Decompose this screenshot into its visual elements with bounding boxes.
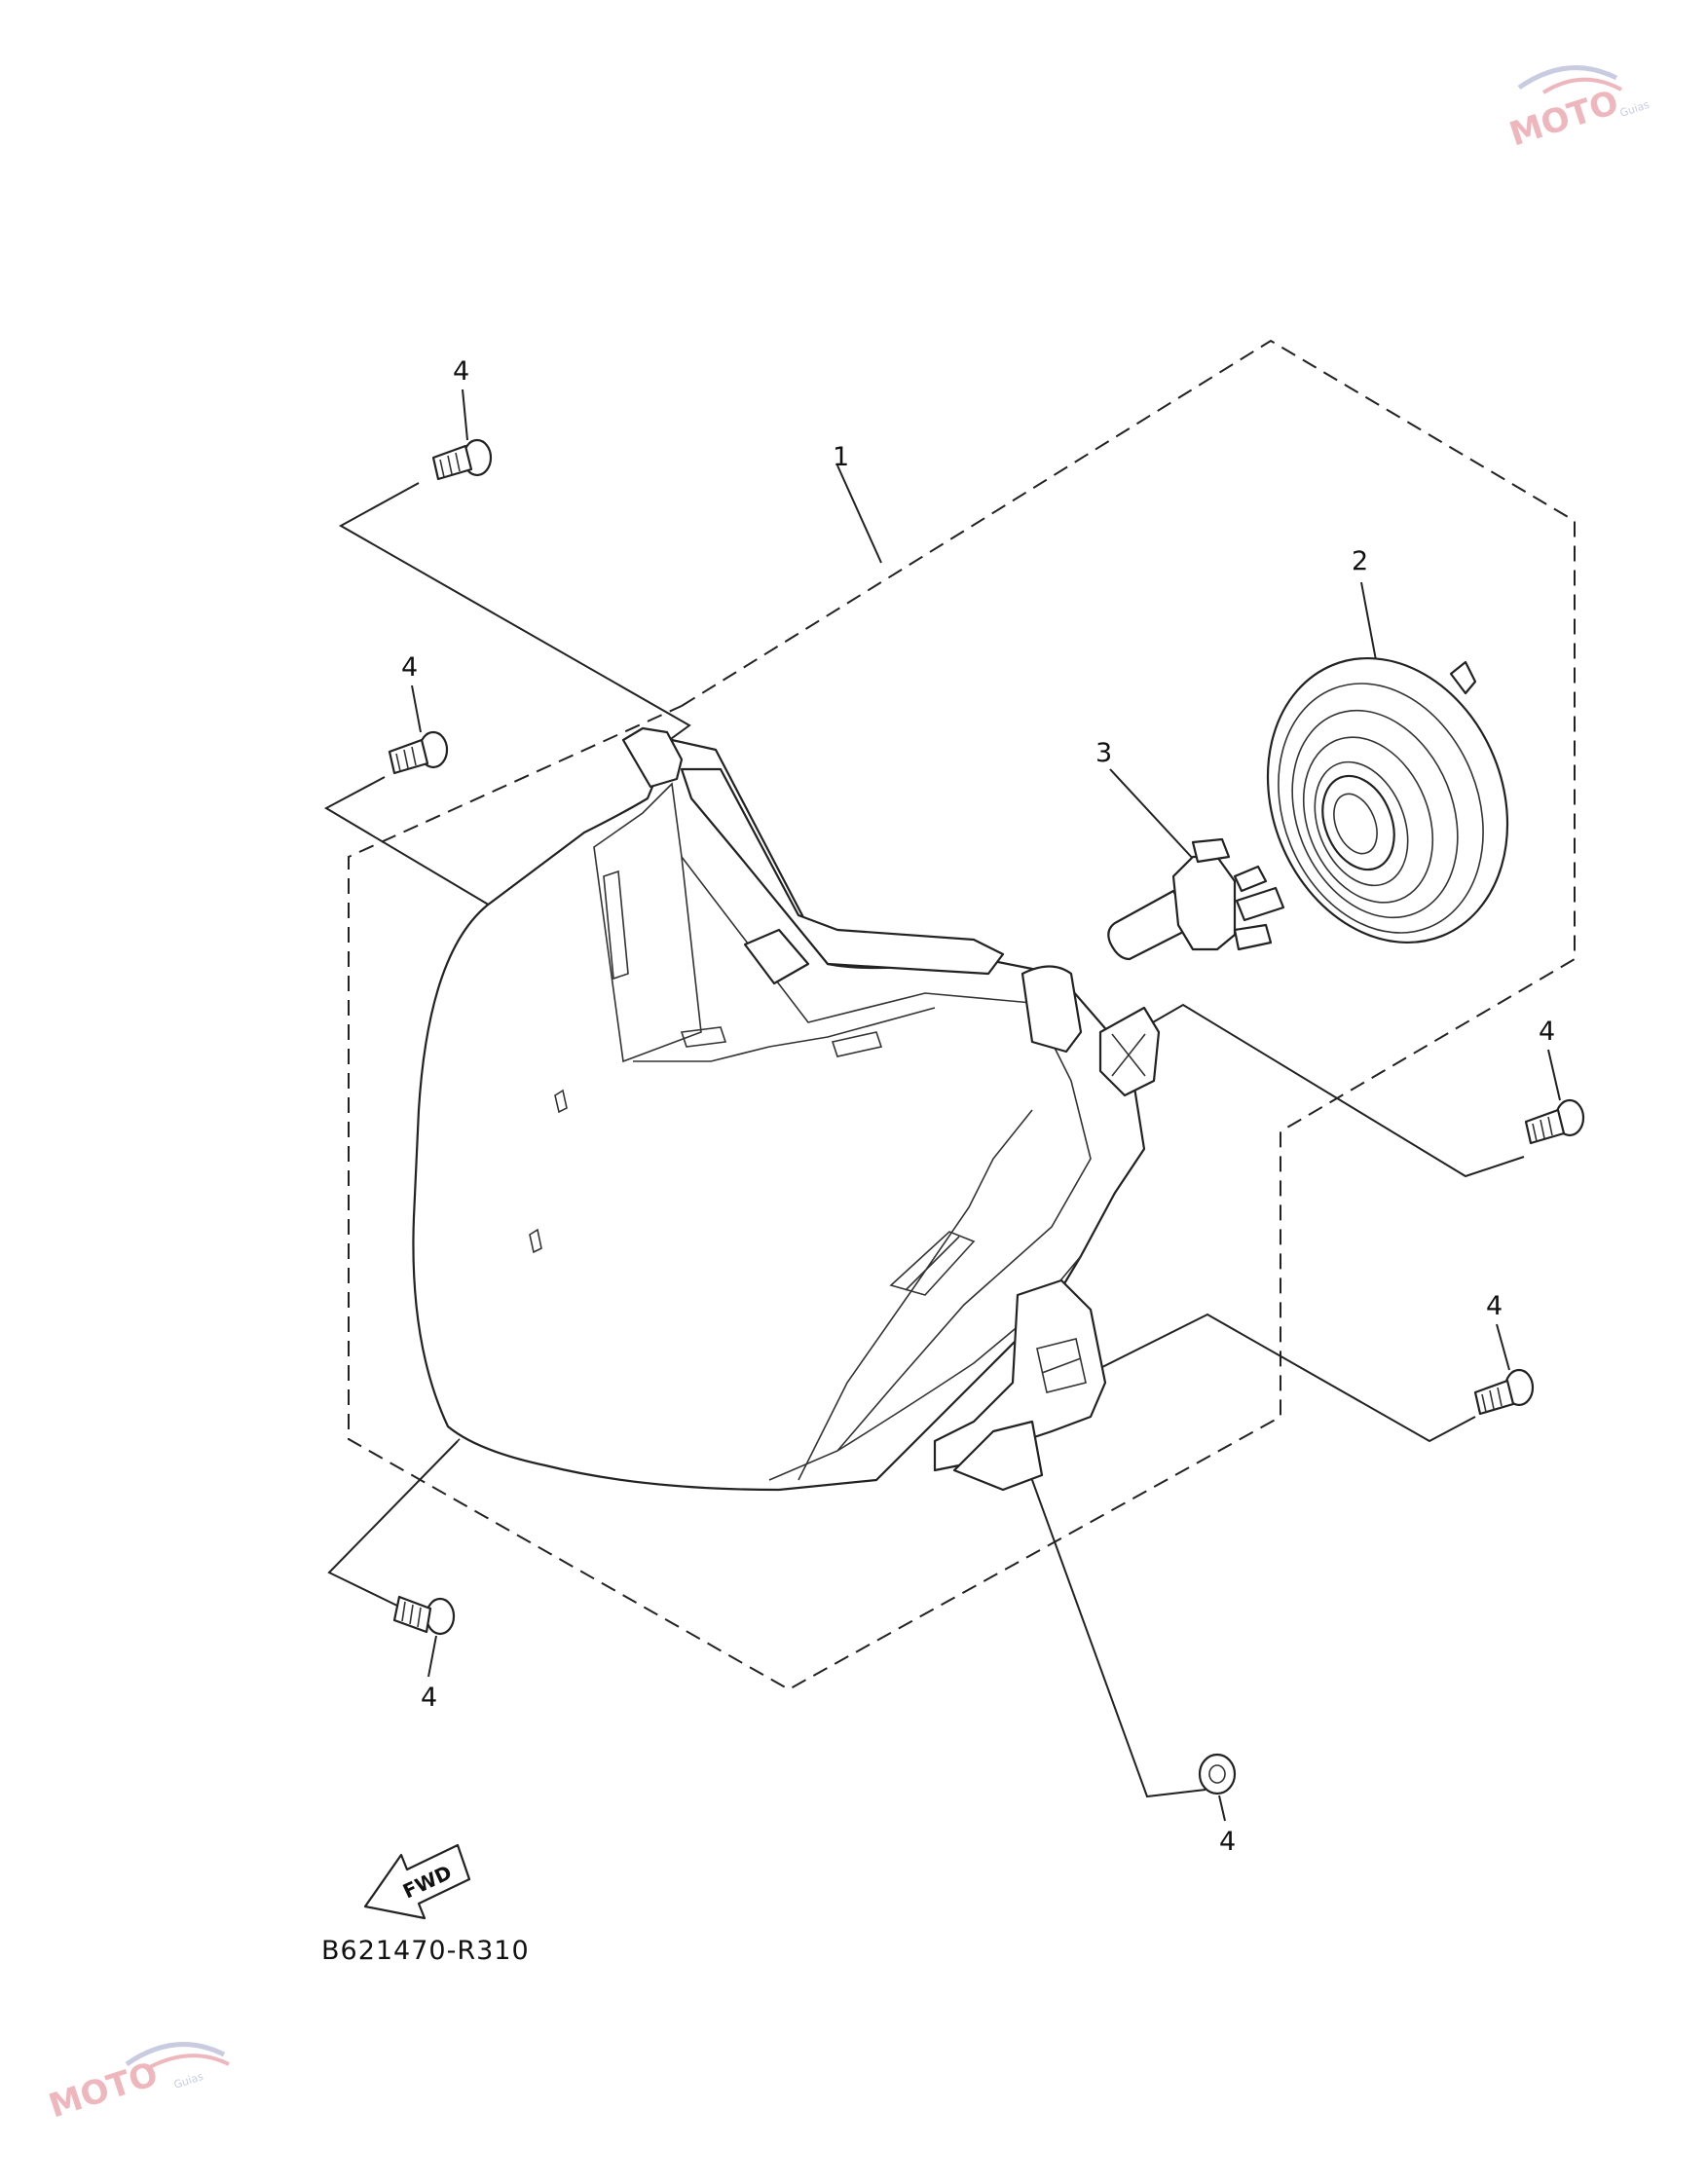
callout-4-mid-left: 4 <box>401 652 418 683</box>
leader-callout-mid-left <box>411 685 422 733</box>
callout-3: 3 <box>1095 738 1112 768</box>
callout-4-bottom-center: 4 <box>1219 1827 1236 1857</box>
watermark-tagline: Guias <box>172 2070 205 2091</box>
screw-right-upper <box>1524 1098 1585 1145</box>
leader-screw-right-lower <box>1090 1313 1476 1443</box>
leader-callout-right-upper <box>1547 1049 1561 1101</box>
screw-right-lower <box>1473 1368 1535 1416</box>
screw-bottom-left <box>392 1595 456 1636</box>
leader-callout-bottom-center <box>1218 1795 1226 1822</box>
callout-4-top-left: 4 <box>453 356 469 387</box>
callout-4-bottom-left: 4 <box>421 1683 437 1713</box>
headlight-housing <box>412 726 1161 1492</box>
leader-screw-top-left <box>338 482 691 760</box>
watermark-logo-text: MOTO <box>44 2054 163 2127</box>
leader-screw-bottom-left <box>327 1440 459 1608</box>
watermark-tagline: Guias <box>1618 98 1651 120</box>
bulb-cover <box>1266 656 1509 944</box>
assembly-boundary <box>348 339 1576 1691</box>
leader-2 <box>1360 581 1377 661</box>
leader-3 <box>1109 768 1197 863</box>
fwd-arrow-icon: FWD <box>363 1843 471 1920</box>
callout-2: 2 <box>1352 546 1368 576</box>
watermark-logo-text: MOTO <box>1504 83 1623 155</box>
leader-1 <box>836 464 882 564</box>
callout-4-right-lower: 4 <box>1486 1291 1503 1321</box>
screw-top-left <box>431 438 493 481</box>
leader-screw-mid-left <box>323 776 507 916</box>
callout-1: 1 <box>833 442 849 472</box>
diagram-reference-code: B621470-R310 <box>321 1936 530 1966</box>
callout-4-right-upper: 4 <box>1539 1017 1555 1047</box>
leader-callout-top-left <box>462 389 468 441</box>
headlight-bulb <box>1107 837 1285 961</box>
leader-callout-bottom-left <box>427 1635 437 1678</box>
leader-nut-bottom <box>1031 1479 1206 1798</box>
watermark-logo-top: MOTO Guias <box>1504 65 1651 155</box>
leader-screw-right-upper <box>1138 1003 1525 1178</box>
screw-mid-left <box>388 730 449 775</box>
watermark-logo-bottom: MOTO Guias <box>44 2042 230 2127</box>
leader-callout-right-lower <box>1496 1323 1510 1371</box>
nut-bottom-center <box>1198 1753 1237 1795</box>
